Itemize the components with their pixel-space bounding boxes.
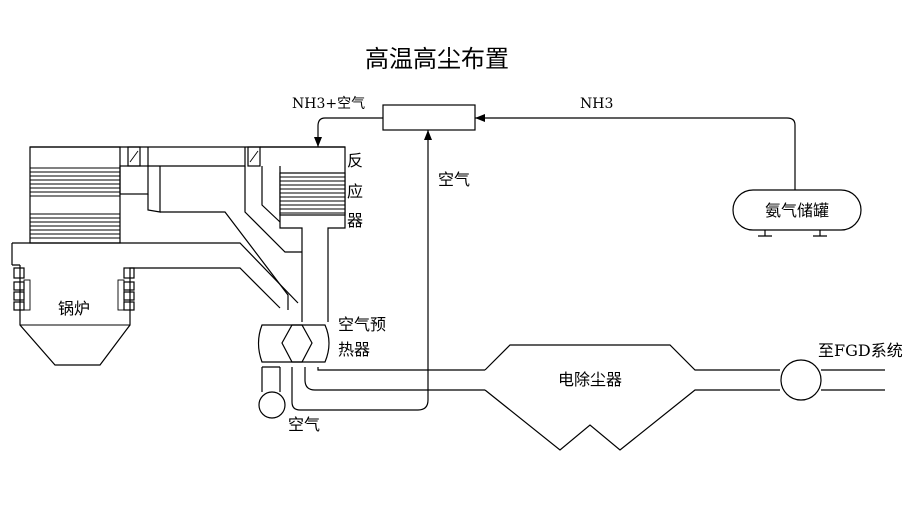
burner-right	[117, 267, 135, 311]
damper-1	[127, 146, 141, 167]
reactor-label-1: 反	[347, 151, 363, 170]
reactor-label-3: 器	[347, 211, 363, 230]
ammonia-tank-label: 氨气储罐	[765, 201, 829, 220]
boiler-label: 锅炉	[58, 299, 90, 318]
nh3-air-label: NH3+空气	[292, 96, 365, 112]
boiler-tube-bank-bottom	[30, 213, 120, 239]
economizer-box	[119, 165, 149, 195]
air-fan: 空气	[258, 366, 320, 434]
catalyst-layers	[280, 176, 345, 214]
burner-left	[13, 267, 31, 311]
air-label-top: 空气	[438, 170, 470, 189]
nh3-air-line: NH3+空气	[292, 96, 383, 147]
preheater-label-2: 热器	[338, 340, 370, 359]
diagram-title: 高温高尘布置	[365, 45, 509, 73]
flue-to-esp	[304, 367, 485, 391]
air-line: 空气	[291, 130, 470, 411]
nh3-label: NH3	[580, 96, 613, 112]
to-fgd-label: 至FGD系统	[818, 341, 903, 360]
scr-reactor: 反 应 器	[244, 146, 363, 258]
electrostatic-precipitator: 电除尘器	[484, 344, 780, 451]
preheater-label-1: 空气预	[338, 315, 386, 334]
boiler: 锅炉	[11, 146, 225, 366]
boiler-tube-bank-top	[30, 167, 120, 197]
damper-2	[247, 146, 261, 167]
air-preheater: 空气预 热器	[257, 315, 386, 363]
esp-label: 电除尘器	[558, 370, 622, 389]
air-label-bottom: 空气	[288, 415, 320, 434]
flue-duct-lower	[160, 211, 329, 322]
furnace-body	[11, 242, 225, 366]
ammonia-tank: 氨气储罐	[732, 189, 862, 237]
ammonia-air-mixer	[382, 104, 476, 131]
reactor-label-2: 应	[347, 182, 363, 201]
id-fan: 至FGD系统	[780, 341, 903, 401]
nh3-line: NH3	[475, 96, 796, 190]
